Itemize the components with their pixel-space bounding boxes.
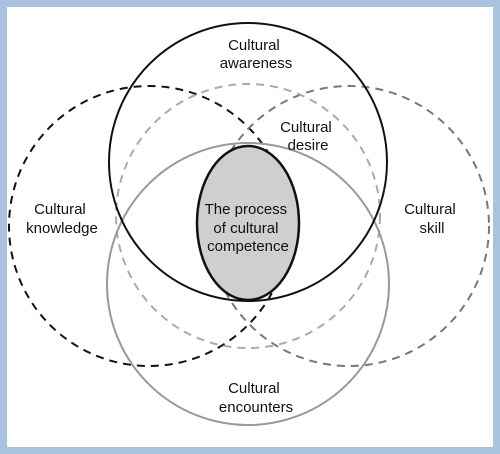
center-ellipse — [195, 144, 301, 302]
cultural-encounters-circle — [106, 142, 390, 426]
label-knowledge: Cultural knowledge — [26, 201, 98, 237]
label-desire: Cultural desire — [280, 119, 336, 154]
label-center: The process of cultural competence — [205, 201, 292, 255]
label-encounters: Cultural encounters — [219, 380, 293, 416]
label-skill: Cultural skill — [404, 201, 460, 237]
cultural-desire-circle — [115, 83, 381, 349]
label-awareness: Cultural awareness — [220, 37, 293, 72]
